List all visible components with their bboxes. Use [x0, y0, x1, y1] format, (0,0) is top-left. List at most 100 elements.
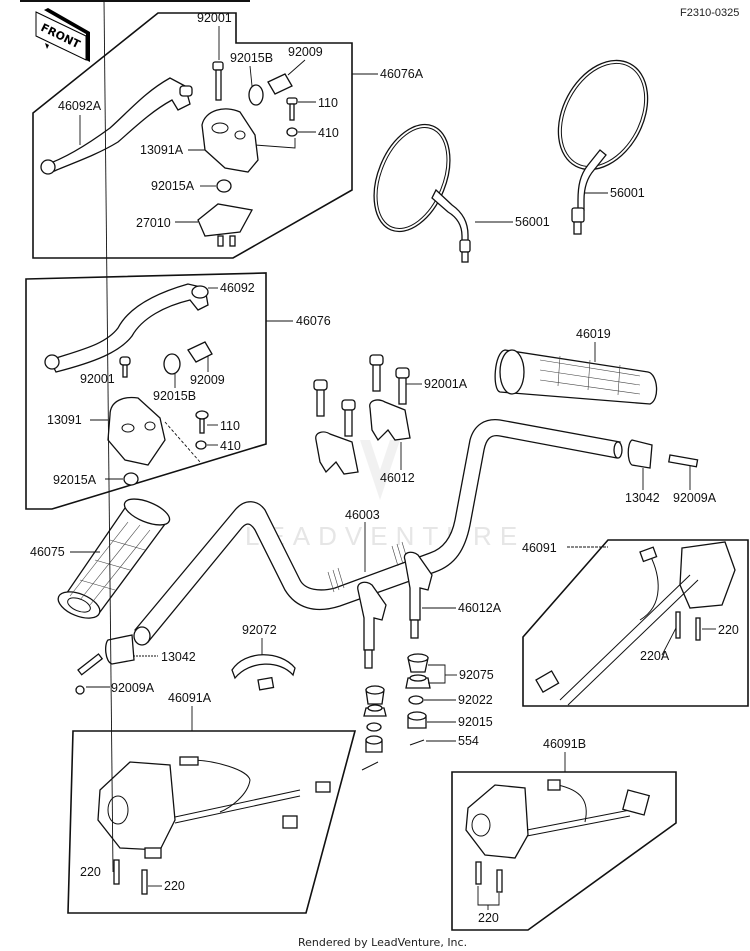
part-label-92009A-left[interactable]: 92009A — [111, 681, 155, 695]
part-label-46091A[interactable]: 46091A — [168, 691, 212, 705]
diagram-code: F2310-0325 — [680, 7, 739, 19]
assembly-box-46076A — [32, 12, 353, 259]
part-label-92001-a[interactable]: 92001 — [197, 11, 232, 25]
part-label-46091B[interactable]: 46091B — [543, 737, 586, 751]
part-label-13091A[interactable]: 13091A — [140, 143, 184, 157]
part-label-56001-right[interactable]: 56001 — [610, 186, 645, 200]
part-label-220-la2[interactable]: 220 — [164, 879, 185, 893]
part-label-46075[interactable]: 46075 — [30, 545, 65, 559]
screw-220-right — [695, 617, 701, 641]
band-92072 — [231, 654, 296, 680]
clamp-46012-a — [369, 399, 411, 442]
part-label-110-b[interactable]: 110 — [220, 419, 240, 433]
adjuster-92015B-b — [163, 353, 181, 375]
assembly-box-46091 — [522, 539, 749, 707]
bolts-92001A — [313, 354, 410, 437]
part-label-220A[interactable]: 220A — [640, 649, 670, 663]
group-handlebar: 46019 92001A 46012 46003 13042 920 — [30, 327, 717, 771]
part-label-46012A[interactable]: 46012A — [458, 601, 502, 615]
mount-stack-left — [361, 685, 387, 771]
lever-46092A — [43, 77, 191, 173]
part-label-92015A-a[interactable]: 92015A — [151, 179, 195, 193]
nut-92015A-b — [123, 472, 139, 486]
mirror-right: 56001 — [557, 59, 649, 235]
screw-110-b — [195, 410, 209, 420]
part-label-110-a[interactable]: 110 — [318, 96, 338, 110]
holder-13091 — [107, 396, 166, 466]
part-label-46019[interactable]: 46019 — [576, 327, 611, 341]
watermark-logo — [360, 440, 400, 500]
switch-housing-46091A — [97, 761, 176, 851]
part-label-92015A-b[interactable]: 92015A — [53, 473, 97, 487]
screw-92009A-left — [77, 653, 104, 676]
part-label-56001-left[interactable]: 56001 — [515, 215, 550, 229]
part-label-27010[interactable]: 27010 — [136, 216, 171, 230]
handlebar-46003 — [134, 419, 621, 643]
front-badge: FRONT — [35, 8, 90, 62]
watermark: LEADVENTURE — [245, 521, 525, 551]
group-switch-assy-right: 46091 220A 220 — [522, 539, 749, 707]
part-label-554[interactable]: 554 — [458, 734, 479, 748]
screw-220-lb1 — [475, 861, 482, 885]
throttle-grip-flange — [499, 349, 525, 395]
part-label-13042-left[interactable]: 13042 — [161, 650, 196, 664]
part-label-92015B-a[interactable]: 92015B — [230, 51, 273, 65]
part-label-92009-a[interactable]: 92009 — [288, 45, 323, 59]
switch-27010 — [197, 203, 254, 237]
part-label-92022[interactable]: 92022 — [458, 693, 493, 707]
group-clutch-lever-assy: 46076 46092 92001 92015B 92009 13091 110 — [25, 272, 331, 510]
screw-220-lb2 — [496, 869, 503, 893]
bar-end-13042-right — [627, 439, 653, 469]
adjuster-92015B-a — [248, 84, 264, 106]
part-label-410-a[interactable]: 410 — [318, 126, 339, 140]
group-switch-assy-left-b: 46091B 220 — [451, 737, 677, 931]
part-label-46092A[interactable]: 46092A — [58, 99, 102, 113]
part-label-92015B-b[interactable]: 92015B — [153, 389, 196, 403]
holder-13091A — [201, 108, 259, 173]
bar-end-13042-left — [105, 634, 135, 665]
mirror-glass-right — [557, 59, 649, 171]
mirror-left: 56001 — [373, 123, 550, 263]
part-label-13091[interactable]: 13091 — [47, 413, 82, 427]
adjuster-bolt-92009-b — [187, 341, 213, 363]
part-label-92075[interactable]: 92075 — [459, 668, 494, 682]
footer-credit: Rendered by LeadVenture, Inc. — [298, 936, 467, 949]
switch-housing-46091 — [679, 541, 736, 609]
part-label-220-lb[interactable]: 220 — [478, 911, 499, 925]
part-label-46076[interactable]: 46076 — [296, 314, 331, 328]
part-label-46003[interactable]: 46003 — [345, 508, 380, 522]
mount-stack-right — [405, 653, 431, 746]
group-clutch-lever-assy-a: 46076A 46092A 92001 92015B 92009 110 410 — [32, 11, 424, 259]
riser-46012A-b — [357, 581, 387, 651]
screw-110-a — [286, 97, 298, 105]
part-label-410-b[interactable]: 410 — [220, 439, 241, 453]
part-label-92001A[interactable]: 92001A — [424, 377, 468, 391]
part-label-220-la1[interactable]: 220 — [80, 865, 101, 879]
part-label-13042-right[interactable]: 13042 — [625, 491, 660, 505]
part-label-46092[interactable]: 46092 — [220, 281, 255, 295]
part-label-92072[interactable]: 92072 — [242, 623, 277, 637]
washer-410-b — [195, 440, 207, 450]
connector-bullet — [179, 756, 199, 766]
part-label-220-right[interactable]: 220 — [718, 623, 739, 637]
lever-46092 — [49, 283, 209, 373]
screw-92009A-right — [668, 454, 699, 468]
switch-housing-46091B — [465, 784, 529, 859]
part-label-92001-b[interactable]: 92001 — [80, 372, 115, 386]
clamp-46012-b — [315, 431, 359, 475]
part-label-46012[interactable]: 46012 — [380, 471, 415, 485]
part-label-46091[interactable]: 46091 — [522, 541, 557, 555]
group-switch-assy-left-a: 46091A 220 220 — [67, 0, 357, 914]
part-label-92015[interactable]: 92015 — [458, 715, 493, 729]
mirror-glass-left — [373, 123, 451, 233]
part-label-46076A[interactable]: 46076A — [380, 67, 424, 81]
lever-ball-end — [40, 159, 56, 175]
screw-220-la2 — [141, 869, 148, 895]
bolt-92001-a — [212, 61, 224, 71]
part-label-92009A-right[interactable]: 92009A — [673, 491, 717, 505]
assembly-box-46076 — [25, 272, 267, 510]
assembly-box-46091A — [67, 730, 357, 914]
part-label-92009-b[interactable]: 92009 — [190, 373, 225, 387]
screw-220A — [675, 611, 681, 639]
